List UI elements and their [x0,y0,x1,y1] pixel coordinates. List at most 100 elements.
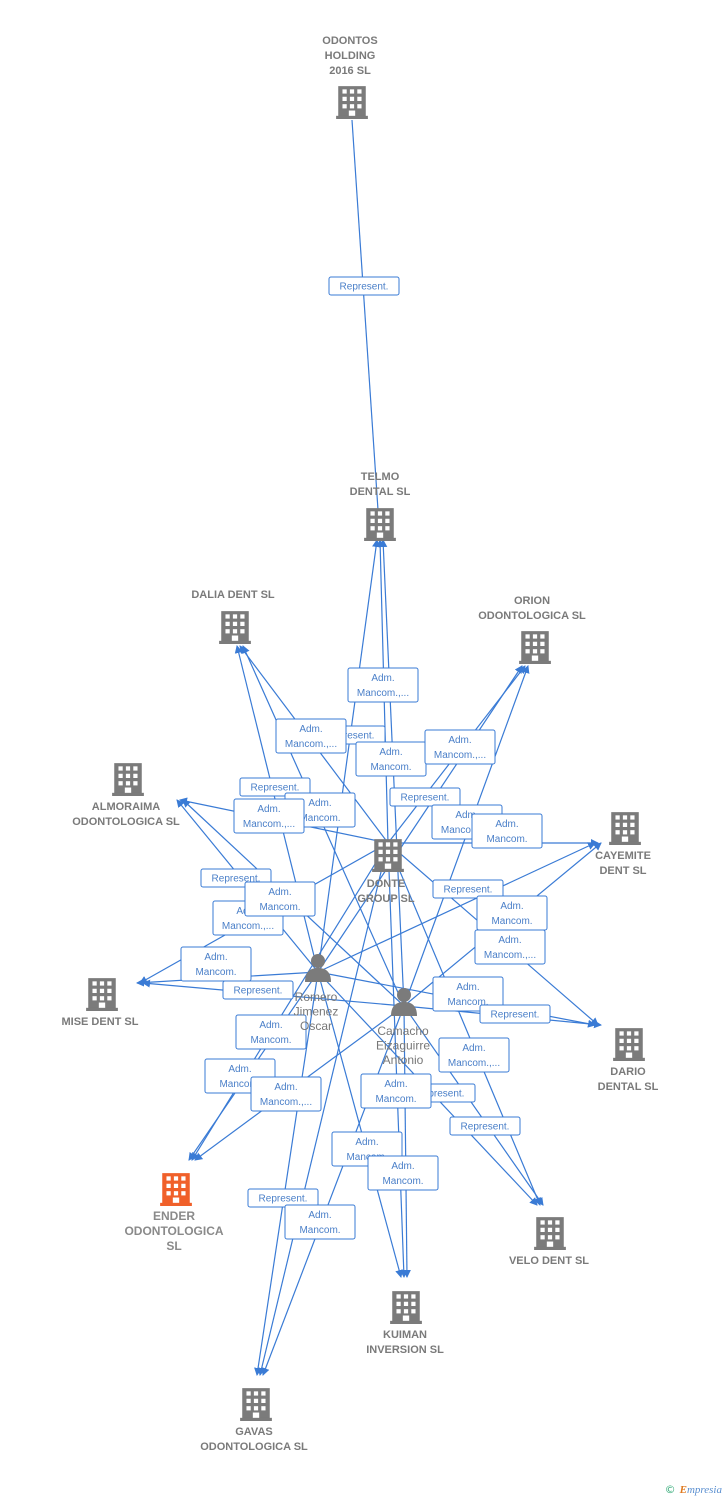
edge-romero-to-orion [317,665,523,973]
edge-label[interactable]: Adm.Mancom. [355,741,427,777]
node-mise[interactable]: MISE DENT SL [61,978,139,1028]
edge-label-text: Mancom.,... [484,950,536,961]
edge-label[interactable]: Adm.Mancom.,... [250,1076,322,1112]
building-icon [390,1291,422,1324]
edge-label-box [244,881,316,917]
edge-label-text: Adm. [498,935,521,946]
node-label: Antonio [383,1053,424,1067]
edge-label-text: Mancom.,... [357,688,409,699]
node-label: Camacho [377,1024,429,1038]
node-cayemite[interactable]: CAYEMITE DENT SL [595,812,651,877]
edge-label[interactable]: Adm.Mancom. [284,1204,356,1240]
edge-label-text: Represent. [259,1194,308,1205]
edge-label-text: Adm. [391,1161,414,1172]
edge-label-text: Mancom.,... [441,825,493,836]
edge-label-text: Adm. [204,952,227,963]
edge-label-text: Represent. [234,986,283,997]
edge-label[interactable]: Represent. [222,980,294,1000]
edge-label[interactable]: Adm.Mancom.,... [275,718,347,754]
edge-label[interactable]: Adm. Mancom.,... [233,798,305,834]
node-label: GROUP SL [357,893,415,905]
node-label: KUIMAN [383,1329,427,1341]
node-label: DENT SL [599,865,646,877]
brand-logo-text: mpresia [686,1484,722,1496]
edge-label[interactable]: Adm.Mancom. [204,1058,276,1094]
edge-label-text: Mancom.,... [285,739,337,750]
edge-label-box [250,1076,322,1112]
node-velo[interactable]: VELO DENT SL [509,1217,589,1267]
edge-label[interactable]: Adm.Mancom. [471,813,543,849]
edge-label-text: Represent. [212,874,261,885]
edge-label[interactable]: Represent. [449,1116,521,1136]
edge-label[interactable]: Represent. [239,777,311,797]
edge-label-text: Mancom.,... [243,819,295,830]
edge-label-text: Mancom. [250,1035,291,1046]
edge-label-box [233,798,305,834]
edge-label-box [438,1037,510,1073]
node-label: TELMO [361,471,400,483]
edge-label-text: Adm. [257,804,280,815]
edge-label[interactable]: Represent. [328,276,400,296]
edge-label-text: Adm. [308,1210,331,1221]
edge-camacho-to-velo [403,1005,544,1206]
node-label: DARIO [610,1066,646,1078]
edge-label[interactable]: Adm.Mancom. [476,895,548,931]
node-label: Eizaguirre [376,1039,430,1053]
edge-label[interactable]: Adm.Mancom.,... [424,729,496,765]
building-icon [613,1028,645,1061]
edge-label[interactable]: Represent. [432,879,504,899]
edge-label-text: Mancom. [195,967,236,978]
edge-label-box [471,813,543,849]
edge-label[interactable]: Adm.Mancom. [244,881,316,917]
edge-label-text: Represent. [340,282,389,293]
edge-label[interactable]: Adm. Mancom. [180,946,252,982]
edge-label[interactable]: Adm. Mancom.,... [347,667,419,703]
node-label: CAYEMITE [595,850,651,862]
node-dalia[interactable]: DALIA DENT SL [191,589,275,644]
node-label: MISE DENT SL [61,1016,138,1028]
edge-label[interactable]: Represent. [247,1188,319,1208]
edge-label[interactable]: Adm.Mancom. [235,1014,307,1050]
node-label: Jimenez [294,1005,339,1019]
edge-label[interactable]: Adm.Mancom. [360,1073,432,1109]
building-icon [336,86,368,119]
edge-label-text: Represent. [251,783,300,794]
edge-label-text: Adm. [371,673,394,684]
edge-label-box [239,777,311,797]
edge-label[interactable]: Represent. [389,787,461,807]
building-icon [160,1173,192,1206]
edge-donte-to-kuiman [387,842,408,1278]
node-label: ODONTOLOGICA SL [478,610,586,622]
edge-label-box [474,929,546,965]
edge-odontos-to-telmo [351,119,384,541]
edge-label[interactable]: Represent. [479,1004,551,1024]
edge-label-text: Mancom. [259,902,300,913]
edge-label[interactable]: Adm.Mancom. [367,1155,439,1191]
brand-credit[interactable]: ©Empresia [665,1483,722,1496]
edge-label[interactable]: Adm.Mancom. [432,976,504,1012]
edge-label-text: Mancom. [299,813,340,824]
edge-label[interactable]: Adm.Mancom.,... [438,1037,510,1073]
building-icon [240,1388,272,1421]
copyright-symbol: © [664,1483,676,1496]
edge-label[interactable]: Adm. Mancom.,... [474,929,546,965]
edge-label-text: Mancom.,... [260,1097,312,1108]
edge-label-box [347,667,419,703]
edge-label-text: Adm. [355,1137,378,1148]
edge-label-text: Mancom.,... [434,750,486,761]
building-icon [219,611,251,644]
edge-label-box [247,1188,319,1208]
edge-label-text: Mancom. [346,1152,387,1163]
node-label: Oscar [300,1019,332,1033]
